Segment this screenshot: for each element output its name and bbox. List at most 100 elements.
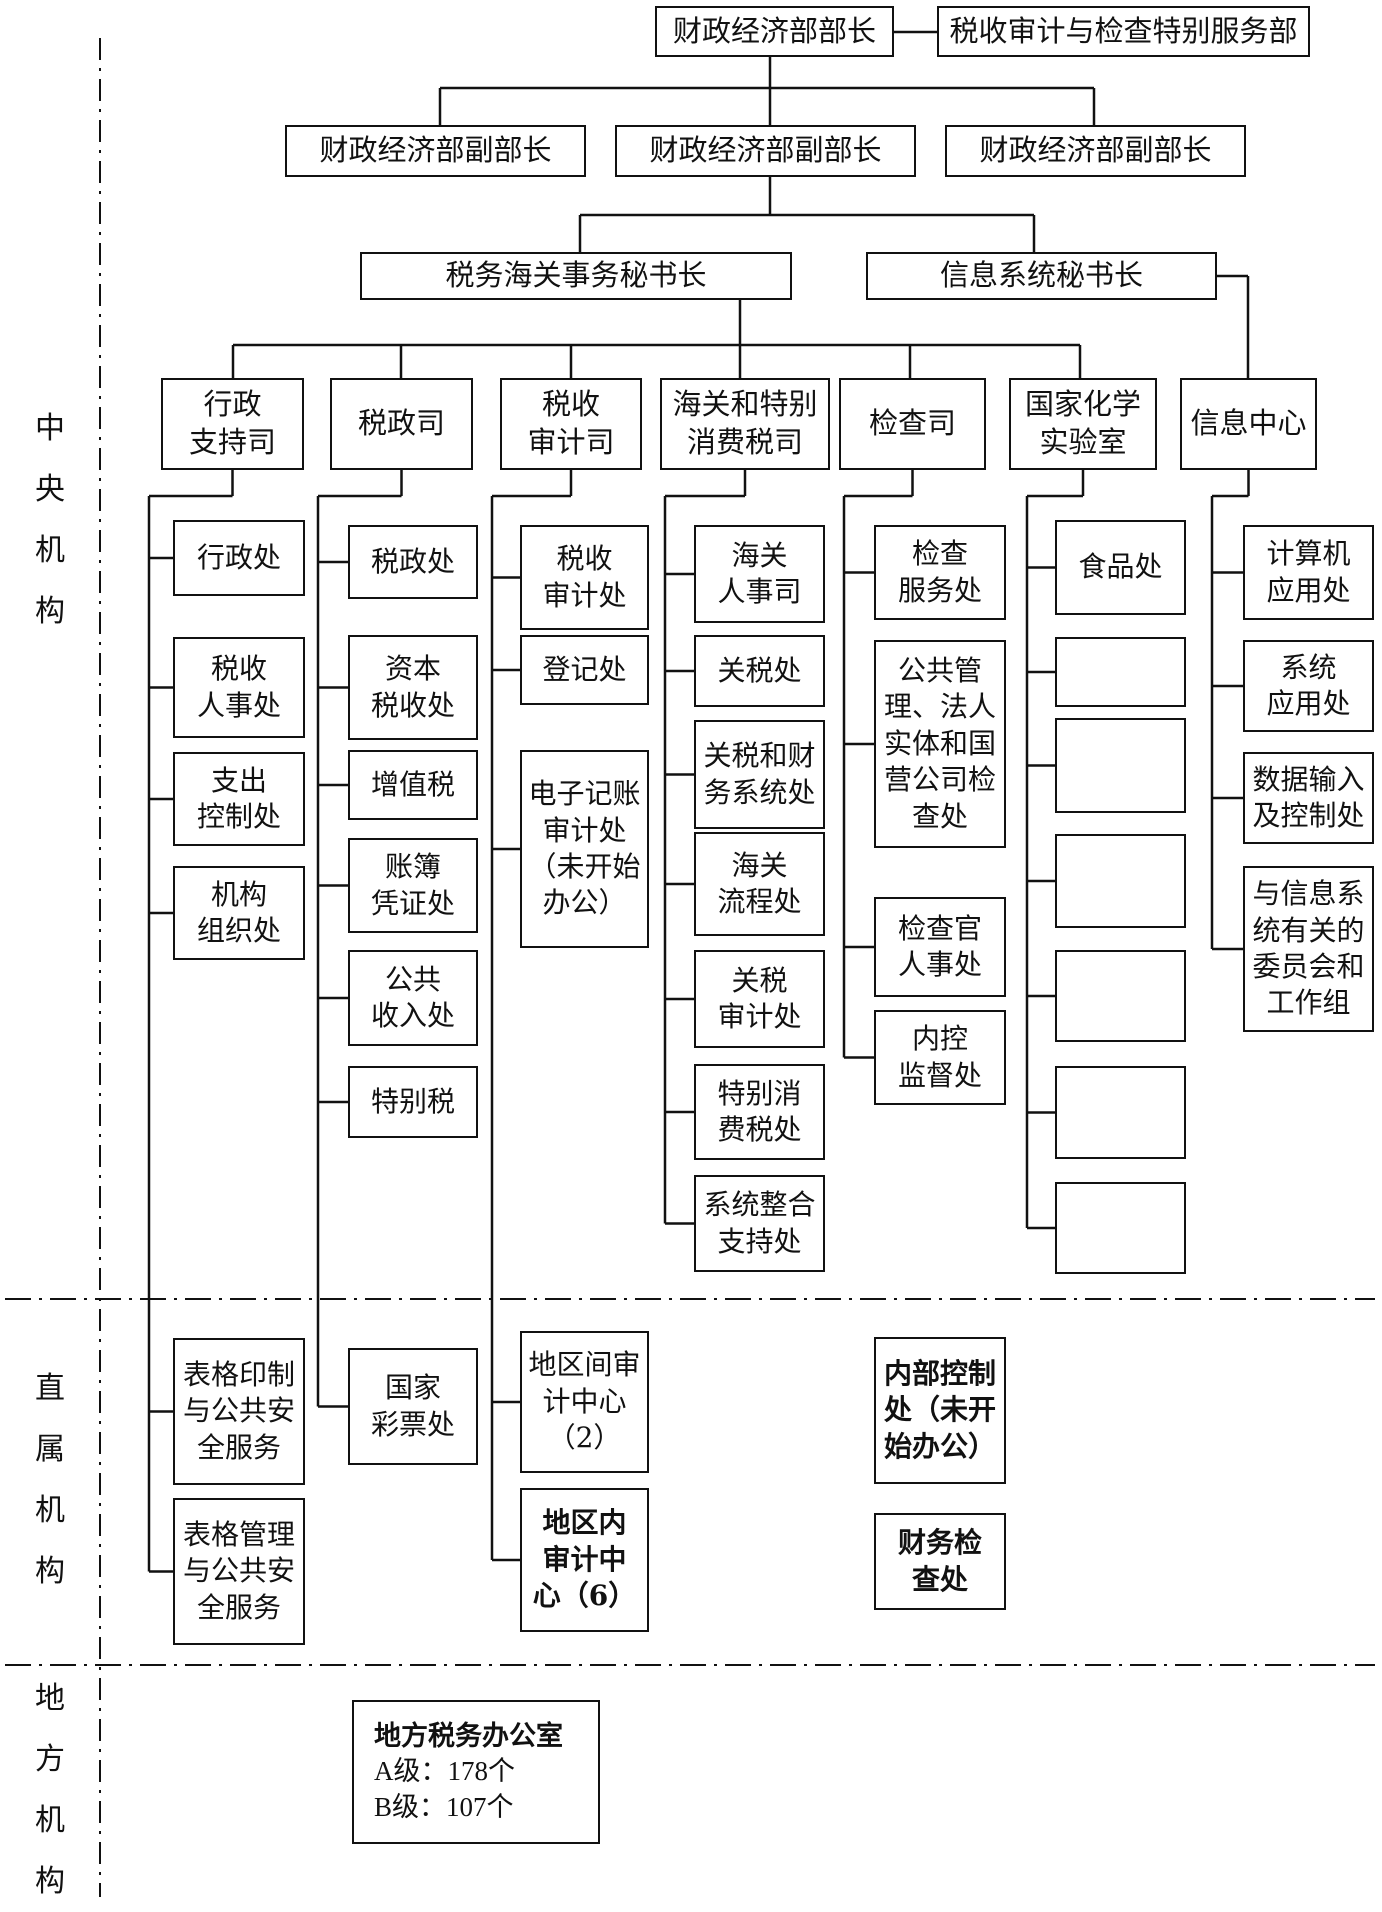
- division-box-line: 实体和国: [883, 726, 996, 760]
- department-box: 海关和特别消费税司: [660, 378, 830, 470]
- division-box-line: 收入处: [370, 999, 455, 1032]
- division-box-line: 食品处: [1078, 550, 1163, 584]
- division-box-line: 流程处: [717, 885, 802, 918]
- deputy-box-2: 财政经济部副部长: [615, 125, 916, 177]
- info-systems-secretary-label: 信息系统秘书长: [939, 258, 1143, 293]
- division-box: 公共收入处: [348, 950, 478, 1046]
- division-box: 登记处: [520, 635, 649, 705]
- division-box-line: 查处: [911, 799, 968, 833]
- direct-unit-box-line: 始办公）: [883, 1429, 996, 1463]
- division-box-line: 服务处: [897, 573, 982, 607]
- side-label-char: 机: [35, 1493, 65, 1528]
- department-box-line: 税收: [541, 387, 600, 422]
- department-box-line: 国家化学: [1024, 387, 1141, 422]
- department-box-line: 审计司: [527, 425, 615, 459]
- deputy-label: 财政经济部副部长: [979, 133, 1212, 168]
- division-box-line: 行政处: [196, 540, 281, 574]
- division-box: 特别税: [348, 1066, 478, 1138]
- side-label-direct: 直属机构: [30, 1358, 70, 1602]
- division-box: 内控监督处: [874, 1010, 1006, 1105]
- department-box: 行政支持司: [161, 378, 304, 470]
- division-box: 关税处: [694, 635, 825, 707]
- division-box-line: 营公司检: [883, 763, 996, 797]
- division-box-line: 税收: [210, 652, 267, 686]
- deputy-label: 财政经济部副部长: [319, 133, 552, 168]
- tax-customs-secretary-box: 税务海关事务秘书长: [360, 252, 792, 300]
- division-box-line: 系统整合: [703, 1188, 816, 1222]
- minister-label: 财政经济部部长: [672, 13, 876, 48]
- side-label-char: 构: [35, 1864, 65, 1899]
- local-tax-office-box: 地方税务办公室 A级：178个 B级：107个: [352, 1700, 600, 1844]
- department-box-line: 检查司: [868, 406, 956, 441]
- division-box: 海关流程处: [694, 832, 825, 936]
- division-box-line: 务系统处: [703, 775, 816, 809]
- division-box: 检查官人事处: [874, 897, 1006, 997]
- division-box: [1055, 1066, 1186, 1159]
- division-box-line: 人事处: [196, 688, 281, 722]
- division-box: [1055, 637, 1186, 707]
- division-box-line: 海关: [731, 538, 788, 572]
- division-box: 增值税: [348, 750, 478, 820]
- division-box: [1055, 834, 1186, 928]
- direct-unit-box-line: 地区内: [542, 1506, 627, 1540]
- division-box: 机构组织处: [173, 866, 305, 960]
- division-box-line: 税收: [556, 542, 613, 576]
- direct-unit-box-line: 表格印制: [182, 1357, 295, 1391]
- department-box-line: 消费税司: [686, 425, 803, 459]
- division-box-line: 监督处: [897, 1058, 982, 1092]
- side-label-char: 机: [35, 1803, 65, 1838]
- division-box-line: 审计处: [717, 1000, 802, 1033]
- direct-unit-box-line: 处（未开: [883, 1393, 996, 1427]
- division-box: 税政处: [348, 525, 478, 599]
- deputy-box-3: 财政经济部副部长: [945, 125, 1246, 177]
- division-box-line: 支出: [210, 763, 267, 797]
- division-box-line: 海关: [731, 848, 788, 882]
- division-box-line: 人事司: [717, 575, 802, 608]
- local-office-title: 地方税务办公室: [374, 1721, 563, 1753]
- direct-unit-box-line: 彩票处: [370, 1407, 455, 1441]
- side-label-char: 机: [35, 533, 65, 568]
- division-box-line: 关税: [731, 963, 788, 997]
- direct-unit-box-line: 心（6）: [532, 1579, 637, 1613]
- division-box: 关税和财务系统处: [694, 720, 825, 829]
- division-box-line: 应用处: [1266, 573, 1351, 607]
- division-box: 支出控制处: [173, 752, 305, 846]
- division-box-line: 人事处: [897, 948, 982, 981]
- division-box-line: （未开始: [528, 850, 641, 883]
- side-label-char: 属: [35, 1432, 65, 1467]
- division-box-line: 委员会和: [1252, 950, 1365, 983]
- division-box: 特别消费税处: [694, 1064, 825, 1160]
- division-box-line: 支持处: [717, 1224, 802, 1258]
- division-box-line: 审计处: [542, 813, 627, 847]
- side-label-central: 中央机构: [30, 398, 70, 642]
- division-box-line: 办公）: [542, 886, 627, 920]
- division-box-line: 公共管: [897, 654, 982, 688]
- side-label-char: 构: [35, 594, 65, 629]
- division-box-line: 统有关的: [1252, 913, 1365, 947]
- division-box-line: 凭证处: [370, 886, 455, 920]
- direct-unit-box-line: 与公共安: [182, 1394, 295, 1428]
- department-box-line: 支持司: [188, 425, 276, 459]
- side-label-char: 地: [35, 1681, 65, 1716]
- division-box: 数据输入及控制处: [1243, 752, 1374, 844]
- department-box: 国家化学实验室: [1009, 378, 1157, 470]
- division-box: 电子记账审计处（未开始办公）: [520, 750, 649, 948]
- division-box-line: 机构: [210, 877, 267, 911]
- division-box: [1055, 950, 1186, 1042]
- direct-unit-box-line: 地区间审: [528, 1348, 641, 1382]
- division-box-line: 关税和财: [703, 739, 816, 773]
- division-box: 海关人事司: [694, 525, 825, 623]
- department-box-line: 信息中心: [1190, 406, 1307, 441]
- direct-unit-box: 地区内审计中心（6）: [520, 1488, 649, 1632]
- division-box: 检查服务处: [874, 525, 1006, 620]
- direct-unit-box-line: 与公共安: [182, 1554, 295, 1588]
- division-box-line: 资本: [384, 652, 441, 686]
- department-box: 税政司: [330, 378, 473, 470]
- direct-unit-box: 国家彩票处: [348, 1348, 478, 1465]
- division-box-line: 电子记账: [528, 777, 641, 811]
- division-box-line: 关税处: [717, 653, 802, 687]
- division-box-line: 公共: [384, 962, 441, 996]
- side-label-char: 方: [35, 1742, 65, 1777]
- division-box-line: 特别税: [370, 1084, 455, 1118]
- division-box-line: 审计处: [542, 578, 627, 612]
